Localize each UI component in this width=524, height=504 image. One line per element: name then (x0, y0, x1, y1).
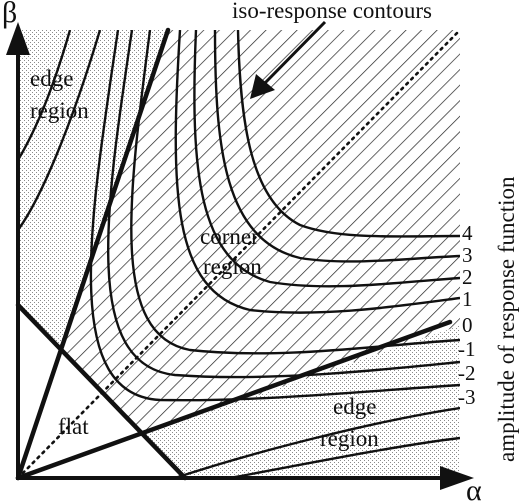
contour-neg3 (89, 30, 460, 402)
flat-gap-fill (18, 305, 140, 478)
contour-1 (174, 30, 460, 314)
y-axis-label: β (2, 0, 17, 29)
level-label: -2 (458, 361, 476, 385)
boundary-lower (15, 319, 453, 481)
level-label: 0 (462, 313, 473, 337)
contour-edge-upper-a (18, 30, 72, 161)
level-label: 1 (462, 287, 473, 311)
contour-neg1 (130, 30, 460, 355)
contour-neg2 (107, 30, 460, 379)
boundary-upper (15, 27, 171, 481)
boundary-flat (15, 302, 188, 481)
title-fragment: iso-response contours (232, 0, 432, 23)
level-label: 2 (462, 265, 473, 289)
contour-2 (193, 30, 460, 288)
contour-pointer-arrow (250, 20, 327, 99)
edge-region-upper-label: edge region (30, 66, 89, 123)
level-label: 3 (462, 243, 473, 267)
level-label: -3 (458, 385, 476, 409)
x-axis-arrowhead (440, 466, 474, 490)
level-label: 4 (462, 221, 473, 245)
contour-4 (236, 30, 460, 238)
contour-edge-upper-b (18, 30, 102, 231)
x-axis-label: α (466, 474, 482, 504)
contour-level-labels: 4 3 2 1 0 -1 -2 -3 (458, 221, 476, 409)
response-amplitude-label: amplitude of response function (494, 176, 519, 462)
region-boundaries (15, 27, 453, 481)
diagonal-dotted-line (16, 28, 462, 480)
iso-response-contours (18, 30, 460, 478)
contour-edge-lower-a (174, 406, 460, 478)
contour-edge-lower-b (229, 436, 460, 478)
corner-region-label: corner region (200, 224, 265, 279)
flat-region-label: flat (58, 414, 89, 439)
level-label: -1 (458, 337, 476, 361)
axes (6, 22, 474, 490)
y-axis-arrowhead (6, 22, 30, 55)
edge-region-lower-label: edge region (320, 394, 382, 451)
contour-3 (213, 30, 460, 263)
